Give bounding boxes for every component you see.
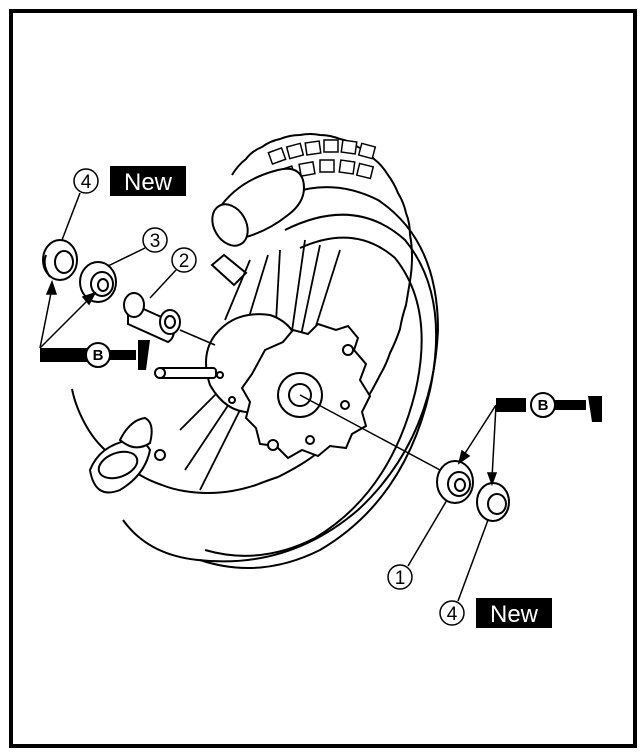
callout-1-label: 1 [395, 568, 406, 589]
grease-letter-left: B [93, 347, 104, 364]
tire-outer-tread [71, 133, 414, 495]
callout-2: 2 [149, 247, 197, 299]
callout-3: 3 [107, 227, 168, 267]
new-badge-top-label: New [124, 169, 173, 196]
new-badge-bottom-label: New [490, 601, 539, 628]
axle-stub [154, 367, 217, 379]
oil-seal-right [476, 482, 510, 522]
bearing-left [79, 261, 117, 303]
callout-4-top: 4 [61, 168, 99, 241]
bearing-right [436, 460, 474, 504]
grease-arrows [39, 279, 498, 487]
hub [205, 313, 372, 460]
inner-tube-top [210, 167, 305, 287]
new-badge-bottom: New [476, 598, 552, 628]
callout-4-bottom: 4 [439, 519, 489, 626]
spacer [123, 292, 181, 344]
callout-2-label: 2 [179, 251, 190, 272]
callout-3-label: 3 [150, 231, 161, 252]
spokes [179, 239, 341, 491]
new-badge-top: New [110, 166, 186, 196]
callout-1: 1 [387, 499, 448, 590]
callout-4-top-label: 4 [81, 172, 92, 193]
oil-seal-top [42, 239, 78, 281]
rim-outer [199, 213, 438, 569]
rim-inner [204, 236, 423, 557]
tire [71, 133, 440, 569]
grease-letter-right: B [538, 397, 549, 414]
assembly-axis-line [299, 394, 441, 471]
grease-gun-icon-right: B [496, 392, 602, 422]
tire-inner-wall [122, 186, 440, 563]
callout-4-bottom-label: 4 [447, 604, 458, 625]
diagram-frame [9, 9, 637, 748]
grease-gun-icon-left: B [40, 340, 150, 370]
hub-to-spacer-line [179, 329, 216, 346]
inner-tube-bottom [88, 416, 166, 494]
